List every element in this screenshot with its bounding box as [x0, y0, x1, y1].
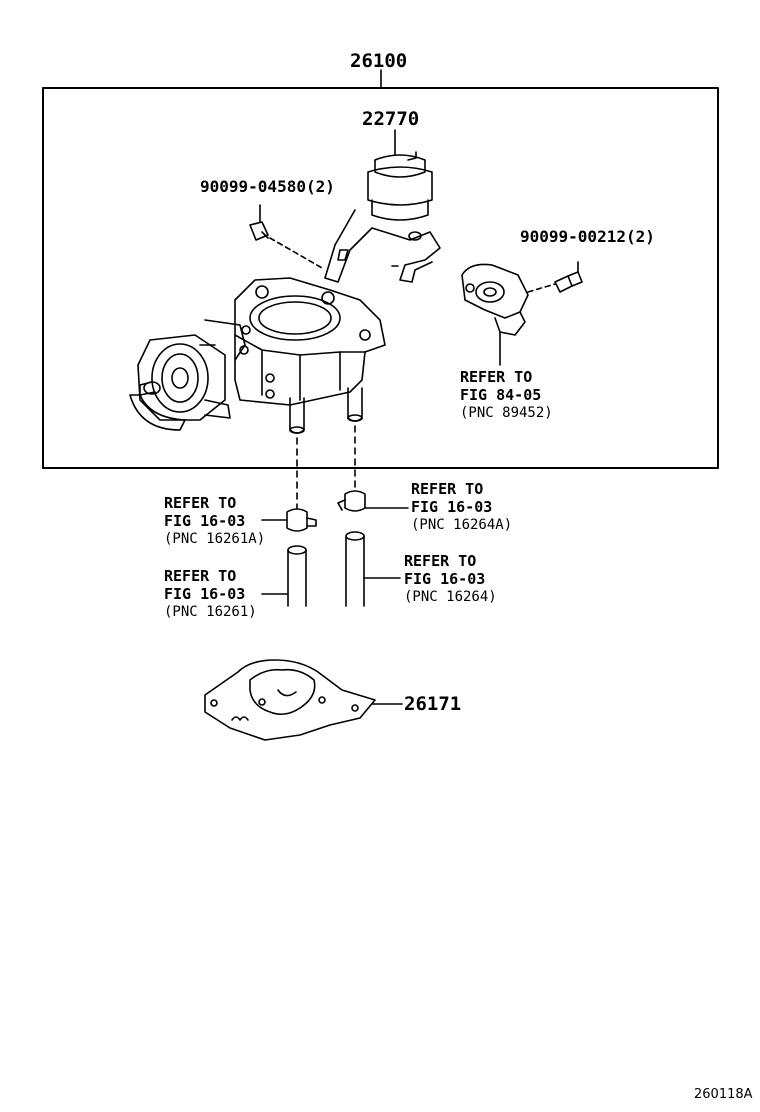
- ref-clamp-right-line1: REFER TO: [411, 480, 484, 498]
- ref-hose-left-pnc: (PNC 16261): [164, 604, 257, 620]
- ref-clamp-left-line2: FIG 16-03: [164, 512, 246, 530]
- ref-hose-left-line2: FIG 16-03: [164, 585, 246, 603]
- ref-sensor-pnc: (PNC 89452): [460, 405, 553, 421]
- ref-clamp-left: REFER TO FIG 16-03 (PNC 16261A): [164, 494, 265, 548]
- part-number-assembly: 26100: [350, 50, 408, 72]
- assembly-frame: [42, 87, 719, 469]
- ref-hose-right-line2: FIG 16-03: [404, 570, 486, 588]
- ref-hose-right-pnc: (PNC 16264): [404, 589, 497, 605]
- ref-sensor: REFER TO FIG 84-05 (PNC 89452): [460, 368, 553, 422]
- part-number-bolt-left: 90099-04580(2): [200, 177, 335, 196]
- ref-sensor-line1: REFER TO: [460, 368, 533, 386]
- ref-clamp-right-pnc: (PNC 16264A): [411, 517, 513, 533]
- hose-right: [345, 531, 401, 607]
- ref-sensor-line2: FIG 84-05: [460, 386, 542, 404]
- ref-hose-left-line1: REFER TO: [164, 567, 237, 585]
- bolt-left: [249, 204, 323, 269]
- ref-hose-right-line1: REFER TO: [404, 552, 477, 570]
- diagram-code: 260118A: [694, 1087, 753, 1102]
- clamp-left: [261, 508, 317, 532]
- throttle-sensor: [461, 261, 583, 366]
- clamp-right: [337, 490, 409, 512]
- gasket: [204, 659, 403, 741]
- part-number-gasket: 26171: [404, 693, 462, 715]
- ref-hose-left: REFER TO FIG 16-03 (PNC 16261): [164, 567, 257, 621]
- ref-clamp-right: REFER TO FIG 16-03 (PNC 16264A): [411, 480, 512, 534]
- part-number-bolt-right: 90099-00212(2): [520, 227, 655, 246]
- ref-clamp-right-line2: FIG 16-03: [411, 498, 493, 516]
- ref-hose-right: REFER TO FIG 16-03 (PNC 16264): [404, 552, 497, 606]
- ref-clamp-left-line1: REFER TO: [164, 494, 237, 512]
- vsv-valve: [324, 129, 441, 283]
- hose-left: [261, 545, 307, 607]
- part-number-vsv: 22770: [362, 108, 420, 130]
- ref-clamp-left-pnc: (PNC 16261A): [164, 531, 266, 547]
- throttle-body: [129, 277, 386, 434]
